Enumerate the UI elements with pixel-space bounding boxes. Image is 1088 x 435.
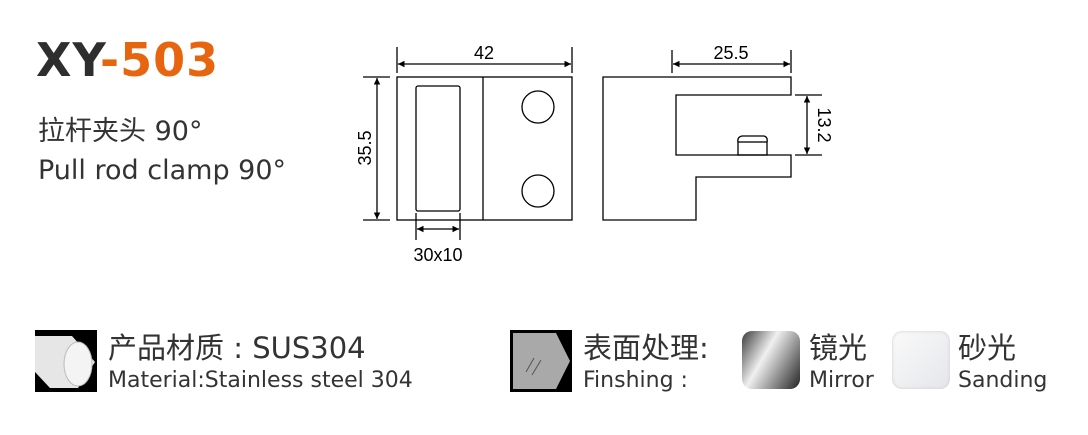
product-name-cn: 拉杆夹头 90° (38, 116, 203, 147)
mirror-swatch (742, 331, 800, 389)
front-view (363, 47, 573, 240)
title-model: -503 (100, 33, 220, 87)
material-label-en: Material:Stainless steel 304 (108, 368, 413, 393)
side-view (602, 50, 822, 221)
product-name-en: Pull rod clamp 90° (38, 155, 287, 186)
title-prefix: XY (36, 33, 101, 87)
finishing-label-en: Finshing : (583, 368, 688, 393)
screw-hole-bottom (521, 174, 555, 208)
material-icon (35, 330, 97, 392)
dim-width: 42 (474, 43, 494, 63)
dim-height: 35.5 (355, 130, 375, 165)
material-label-cn: 产品材质 : SUS304 (108, 331, 366, 365)
dim-depth: 25.5 (713, 43, 748, 63)
finish-option-sanding-en: Sanding (958, 368, 1048, 393)
finish-option-mirror-en: Mirror (809, 368, 874, 393)
finishing-label-cn: 表面处理: (583, 331, 709, 365)
product-title: XY-503 (36, 34, 219, 86)
dim-glass: 13.2 (814, 107, 834, 142)
finishing-icon (510, 330, 572, 392)
sanding-swatch (892, 331, 950, 389)
finish-option-sanding-cn: 砂光 (958, 331, 1017, 365)
dim-slot: 30x10 (413, 245, 462, 265)
screw-hole-top (521, 90, 555, 124)
finish-option-mirror-cn: 镜光 (809, 331, 868, 365)
